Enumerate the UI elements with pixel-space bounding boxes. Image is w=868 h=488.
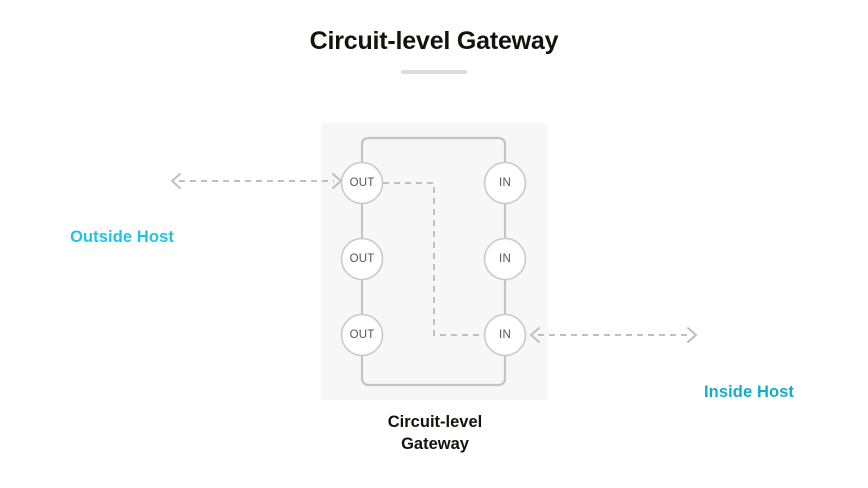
- inside-host-label: Inside Host: [703, 383, 795, 401]
- gateway-caption-line-2: Gateway: [401, 435, 469, 454]
- page-title: Circuit-level Gateway: [309, 27, 559, 55]
- title-underline-rule: [401, 70, 467, 74]
- outside-host-monitor-icon: [104, 164, 140, 199]
- node-label-in-1: IN: [499, 177, 511, 189]
- left-connection-arrow: [171, 173, 342, 189]
- node-label-in-3: IN: [499, 329, 511, 341]
- node-label-out-2: OUT: [349, 253, 375, 265]
- inside-host-monitor-icon: [730, 318, 768, 355]
- gateway-caption: Circuit-level Gateway: [325, 411, 545, 456]
- gateway-caption-line-1: Circuit-level: [387, 413, 483, 431]
- node-label-in-2: IN: [499, 253, 511, 265]
- node-label-out-1: OUT: [349, 177, 375, 189]
- outside-host-label: Outside Host: [70, 228, 174, 246]
- right-connection-arrow: [530, 327, 697, 343]
- node-label-out-3: OUT: [349, 329, 375, 341]
